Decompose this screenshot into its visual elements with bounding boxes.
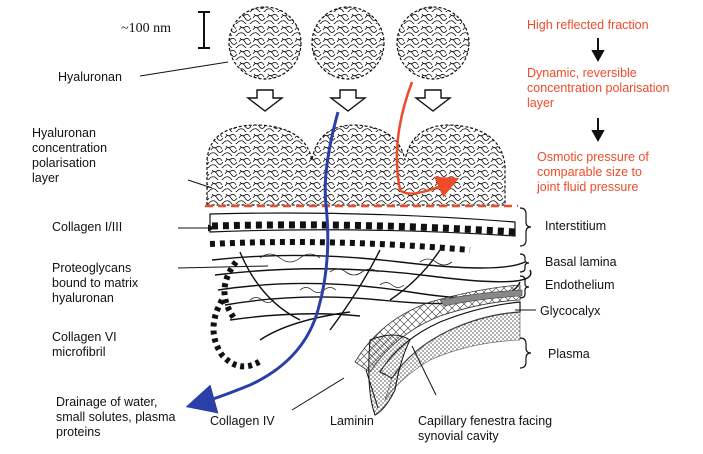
capillary-fenestra [368,334,411,416]
scale-bar [198,11,210,49]
flow-step-2: Dynamic, reversible concentration polari… [527,66,670,110]
flow-chain-arrows [591,38,605,143]
label-basal-lamina: Basal lamina [545,255,617,269]
glycocalyx [439,289,523,307]
reflection-path [395,81,460,198]
label-plasma: Plasma [548,347,590,361]
hyaluronan-coils-top [228,6,470,80]
flow-step-3: Osmotic pressure of comparable size to j… [537,150,649,194]
drainage-path [185,111,340,414]
collagen-i-iii-band [209,212,516,253]
label-collagen-vi: Collagen VI microfibril [52,330,117,359]
label-interstitium: Interstitium [545,219,607,233]
proteoglycans [249,253,453,303]
label-glycocalyx: Glycocalyx [540,304,601,318]
label-capillary-fenestra: Capillary fenestra facing synovial cavit… [418,414,553,443]
pointer-lines [139,61,536,411]
down-arrows [245,89,453,112]
layer-braces [519,207,532,369]
label-collagen-iv: Collagen IV [210,414,275,428]
polarisation-layer [206,124,506,206]
flow-step-1: High reflected fraction [527,18,649,32]
label-drainage: Drainage of water, small solutes, plasma… [56,395,176,439]
label-polarisation-layer: Hyaluronan concentration polarisation la… [32,126,108,185]
label-collagen-i-iii: Collagen I/III [52,220,123,234]
label-endothelium: Endothelium [545,278,615,292]
plasma-region [384,311,521,401]
label-hyaluronan: Hyaluronan [58,70,122,84]
label-laminin: Laminin [330,414,374,428]
scale-bar-label: ~100 nm [121,21,171,36]
collagen-vi-microfibrils [210,260,264,370]
label-proteoglycans: Proteoglycans bound to matrix hyaluronan [52,261,139,305]
